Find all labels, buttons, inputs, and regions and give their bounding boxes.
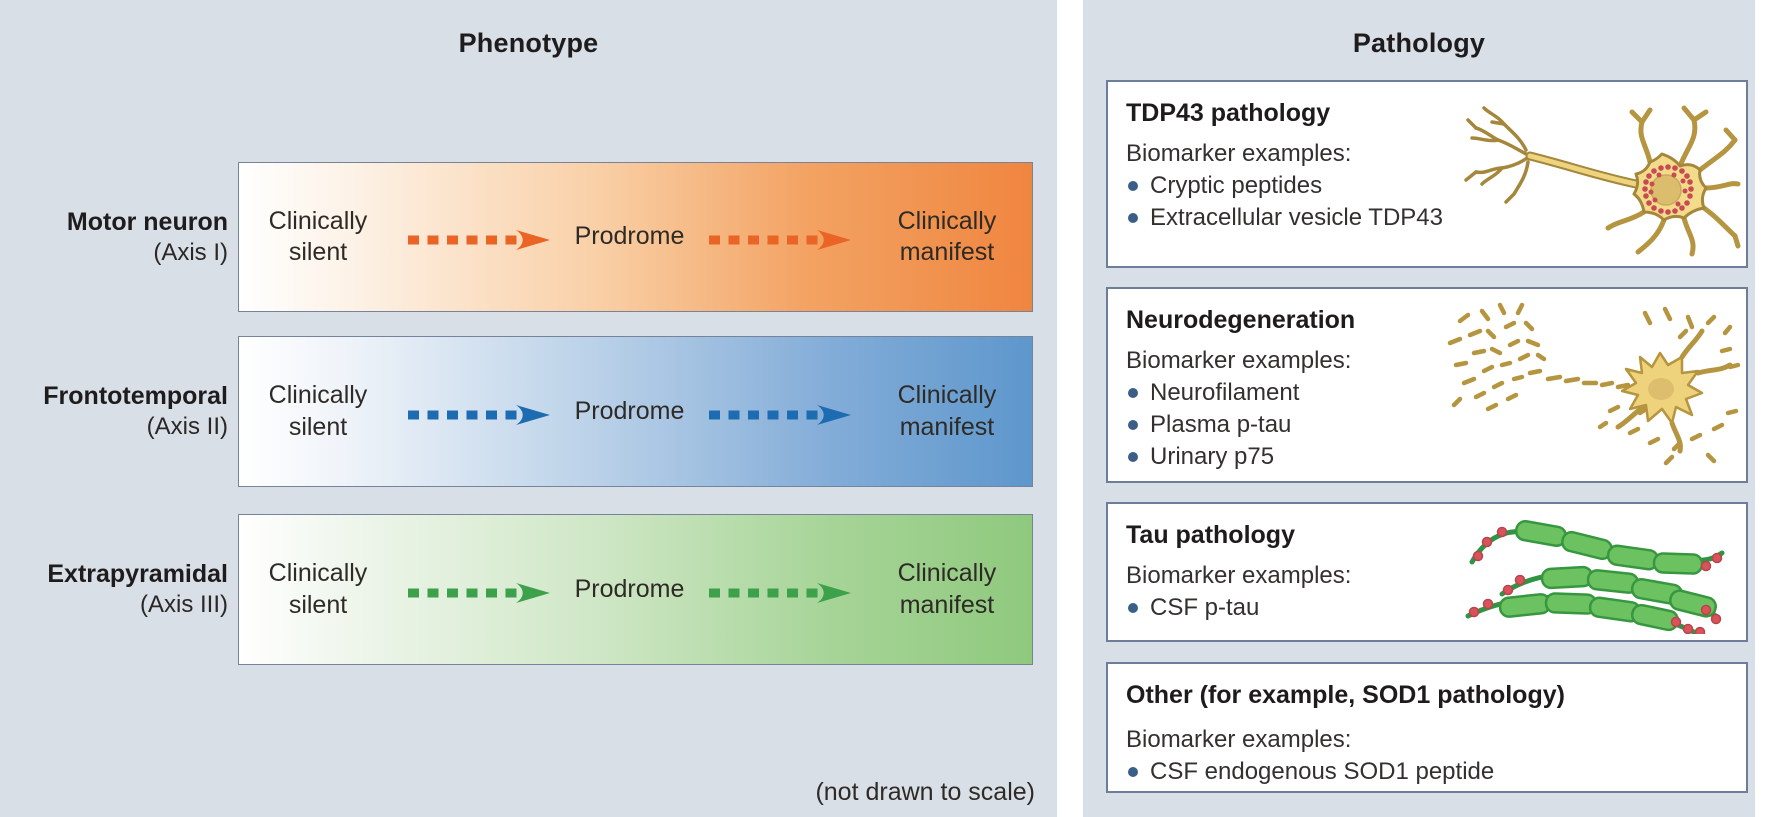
row-axis: (Axis III) (140, 591, 228, 619)
box-title: Other (for example, SOD1 pathology) (1126, 681, 1565, 709)
biomarker-text: Cryptic peptides (1150, 172, 1323, 199)
stage-clinically-silent: Clinically silent (268, 559, 368, 619)
row-label: Frontotemporal (Axis II) (0, 336, 228, 487)
box-title: TDP43 pathology (1126, 99, 1331, 127)
box-intro: Biomarker examples: (1126, 726, 1352, 753)
bullet-dot-icon (1128, 181, 1138, 191)
biomarker-text: Extracellular vesicle TDP43 (1150, 204, 1444, 231)
row-name: Motor neuron (66, 207, 228, 236)
box-intro: Biomarker examples: (1126, 347, 1352, 374)
stage-clinically-manifest: Clinically manifest (897, 206, 997, 266)
biomarker-item: Extracellular vesicle TDP43 (1126, 202, 1728, 234)
stage-prodrome: Prodrome (574, 396, 685, 425)
row-axis: (Axis I) (153, 238, 228, 266)
row-axis: (Axis II) (146, 413, 228, 441)
biomarker-item: Cryptic peptides (1126, 170, 1728, 202)
box-intro: Biomarker examples: (1126, 562, 1352, 589)
biomarker-text: Urinary p75 (1150, 443, 1275, 470)
row-label: Extrapyramidal (Axis III) (0, 514, 228, 665)
bullet-dot-icon (1128, 452, 1138, 462)
dashed-arrow-icon (709, 230, 852, 250)
biomarker-list: Neurofilament Plasma p-tau Urinary p75 (1126, 377, 1728, 473)
box-title: Tau pathology (1126, 521, 1295, 549)
pathology-panel: Pathology TDP43 pathology Biomarker exam… (1083, 0, 1755, 817)
box-intro: Biomarker examples: (1126, 140, 1352, 167)
biomarker-item: Urinary p75 (1126, 441, 1728, 473)
bullet-dot-icon (1128, 213, 1138, 223)
phenotype-row-frontotemporal: Frontotemporal (Axis II) Clinically sile… (0, 336, 1033, 487)
stage-clinically-manifest: Clinically manifest (897, 559, 997, 619)
biomarker-list: CSF endogenous SOD1 peptide (1126, 756, 1728, 788)
biomarker-list: Cryptic peptides Extracellular vesicle T… (1126, 170, 1728, 234)
stage-clinically-silent: Clinically silent (268, 206, 368, 266)
phenotype-row-extrapyramidal: Extrapyramidal (Axis III) Clinically sil… (0, 514, 1033, 665)
biomarker-item: Neurofilament (1126, 377, 1728, 409)
biomarker-item: CSF p-tau (1126, 592, 1728, 624)
dashed-arrow-icon (709, 582, 852, 603)
row-name: Extrapyramidal (47, 560, 228, 589)
gradient-bar-extrapyramidal: Clinically silent Prodrome Clinically ma… (238, 514, 1033, 665)
stage-prodrome: Prodrome (574, 222, 685, 251)
stage-clinically-silent: Clinically silent (268, 381, 368, 441)
biomarker-text: CSF p-tau (1150, 594, 1260, 621)
phenotype-row-motor-neuron: Motor neuron (Axis I) Clinically silent … (0, 162, 1033, 312)
dashed-arrow-icon (709, 404, 852, 425)
dashed-arrow-icon (407, 582, 550, 603)
biomarker-item: Plasma p-tau (1126, 409, 1728, 441)
bullet-dot-icon (1128, 603, 1138, 613)
row-label: Motor neuron (Axis I) (0, 162, 228, 312)
bullet-dot-icon (1128, 767, 1138, 777)
stage-clinically-manifest: Clinically manifest (897, 381, 997, 441)
pathology-box-tdp43: TDP43 pathology Biomarker examples: Cryp… (1106, 80, 1748, 268)
biomarker-text: Plasma p-tau (1150, 411, 1292, 438)
dashed-arrow-icon (407, 404, 550, 425)
pathology-box-other-sod1: Other (for example, SOD1 pathology) Biom… (1106, 662, 1748, 793)
biomarker-text: CSF endogenous SOD1 peptide (1150, 758, 1495, 785)
row-name: Frontotemporal (43, 382, 228, 411)
pathology-panel-title: Pathology (1352, 28, 1486, 59)
box-title: Neurodegeneration (1126, 306, 1356, 334)
not-drawn-to-scale-note: (not drawn to scale) (815, 778, 1035, 806)
bullet-dot-icon (1128, 388, 1138, 398)
stage-prodrome: Prodrome (574, 574, 685, 603)
gradient-bar-motor-neuron: Clinically silent Prodrome Clinically ma… (238, 162, 1033, 312)
pathology-box-tau: Tau pathology Biomarker examples: CSF p-… (1106, 502, 1748, 642)
pathology-box-neurodegeneration: Neurodegeneration Biomarker examples: Ne… (1106, 287, 1748, 483)
gradient-bar-frontotemporal: Clinically silent Prodrome Clinically ma… (238, 336, 1033, 487)
phenotype-panel: Phenotype Motor neuron (Axis I) Clinical… (0, 0, 1057, 817)
dashed-arrow-icon (407, 230, 550, 250)
bullet-dot-icon (1128, 420, 1138, 430)
biomarker-text: Neurofilament (1150, 379, 1300, 406)
biomarker-list: CSF p-tau (1126, 592, 1728, 624)
phenotype-panel-title: Phenotype (458, 28, 599, 59)
biomarker-item: CSF endogenous SOD1 peptide (1126, 756, 1728, 788)
